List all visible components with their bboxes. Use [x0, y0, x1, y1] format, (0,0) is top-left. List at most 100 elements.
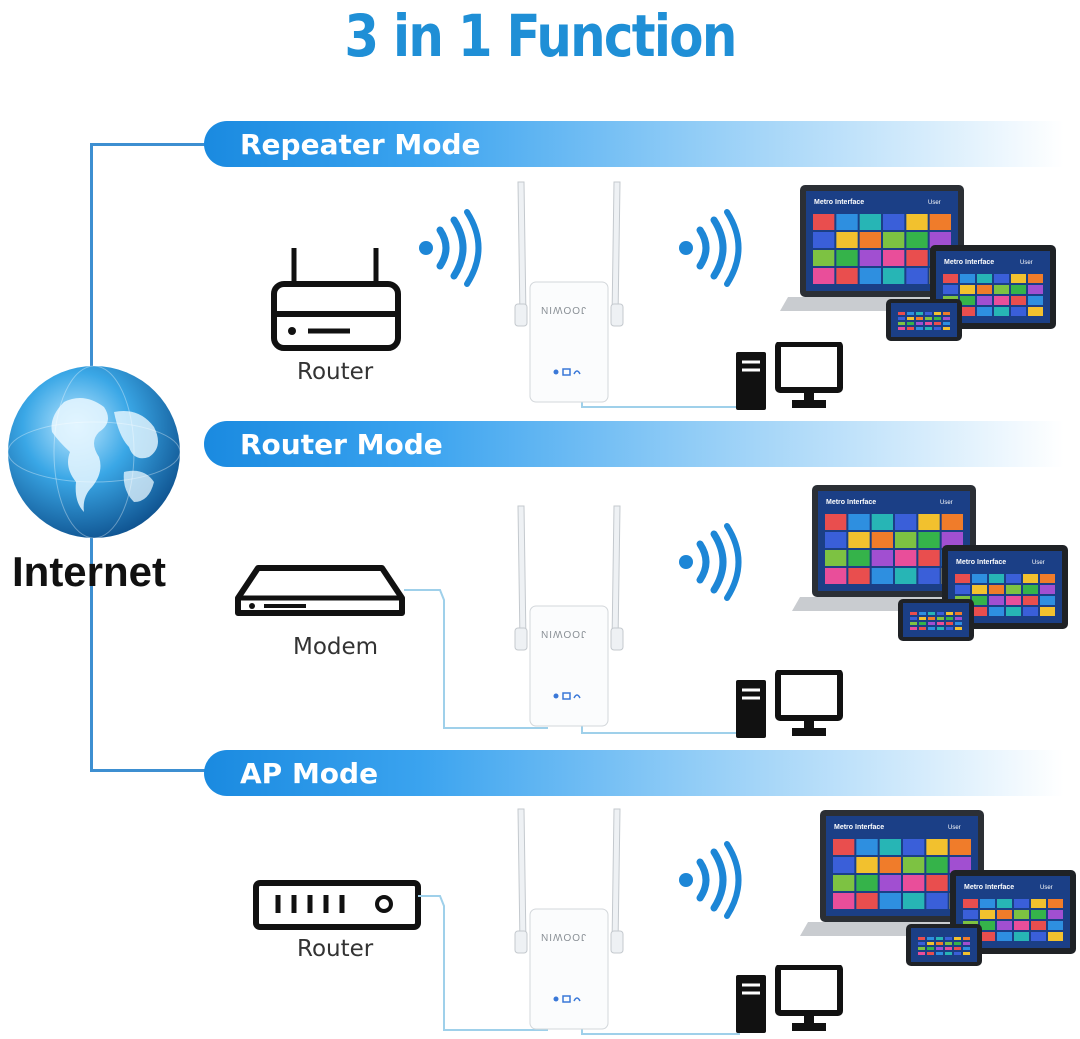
screen-tile — [943, 312, 950, 315]
mode-label: Router Mode — [240, 428, 443, 461]
extender-body-icon — [514, 808, 624, 1030]
screen-tile — [916, 317, 923, 320]
laptop-tablet-phone-icon: Metro InterfaceUser12:24Metro InterfaceU… — [780, 185, 1056, 341]
screen-tile — [859, 232, 881, 248]
screen-tile — [907, 317, 914, 320]
extender-brand: JOOWIN — [540, 304, 586, 315]
screen-tile — [918, 550, 940, 566]
screen-user: User — [940, 500, 953, 506]
screen-tile — [879, 875, 901, 891]
screen-tile — [994, 285, 1009, 294]
screen-tile — [941, 514, 963, 530]
screen-title: Metro Interface — [814, 199, 864, 206]
screen-tile — [906, 250, 928, 266]
wifi-signal-icon — [679, 523, 742, 601]
screen-tile — [895, 568, 917, 584]
screen-tile — [963, 937, 970, 940]
screen-tile — [960, 285, 975, 294]
screen-tile — [977, 274, 992, 283]
screen-tile — [871, 514, 893, 530]
screen-tile — [1048, 932, 1063, 941]
screen-tile — [856, 857, 878, 873]
screen-tile — [916, 327, 923, 330]
screen-tile — [972, 596, 987, 605]
screen-tile — [1023, 596, 1038, 605]
desktop-pc-icon — [736, 965, 843, 1033]
screen-tile — [918, 937, 925, 940]
screen-tile — [927, 937, 934, 940]
extender-brand: JOOWIN — [540, 931, 586, 942]
screen-tile — [903, 893, 925, 909]
screen-tile — [871, 550, 893, 566]
screen-tile — [1031, 921, 1046, 930]
screen-tile — [918, 514, 940, 530]
screen-tile — [1040, 585, 1055, 594]
screen-tile — [1006, 574, 1021, 583]
screen-tile — [1011, 285, 1026, 294]
wifi-extender: JOOWIN — [510, 178, 628, 404]
screen-tile — [934, 322, 941, 325]
screen-tile — [997, 899, 1012, 908]
screen-tile — [960, 274, 975, 283]
screen-tile — [943, 327, 950, 330]
screen-tile — [1011, 296, 1026, 305]
screen-tile — [906, 232, 928, 248]
screen-tile — [1011, 307, 1026, 316]
screen-tile — [836, 214, 858, 230]
screen-tile — [856, 893, 878, 909]
screen-tile — [945, 937, 952, 940]
screen-title: Metro Interface — [834, 824, 884, 831]
screen-tile — [955, 585, 970, 594]
screen-tile — [972, 585, 987, 594]
screen-tile — [825, 532, 847, 548]
screen-tile — [949, 839, 971, 855]
screen-tile — [1014, 899, 1029, 908]
screen-tile — [1006, 596, 1021, 605]
screen-tile — [1048, 921, 1063, 930]
screen-tile — [1028, 296, 1043, 305]
screen-tile — [926, 875, 948, 891]
screen-tile — [910, 627, 917, 630]
screen-tile — [825, 550, 847, 566]
screen-tile — [943, 317, 950, 320]
screen-tile — [895, 532, 917, 548]
screen-tile — [963, 952, 970, 955]
screen-tile — [946, 627, 953, 630]
screen-tile — [994, 274, 1009, 283]
screen-tile — [898, 312, 905, 315]
client-devices: Metro InterfaceUser12:24Metro InterfaceU… — [778, 185, 1068, 345]
wifi-signal-icon — [679, 209, 742, 287]
screen-tile — [813, 214, 835, 230]
screen-tile — [954, 942, 961, 945]
internet-line-bottom — [90, 769, 208, 772]
mode-label: Repeater Mode — [240, 128, 481, 161]
screen-tile — [955, 574, 970, 583]
screen-user: User — [1020, 260, 1033, 266]
screen-tile — [1023, 585, 1038, 594]
screen-tile — [883, 214, 905, 230]
screen-tile — [928, 612, 935, 615]
screen-tile — [925, 312, 932, 315]
screen-tile — [833, 839, 855, 855]
screen-tile — [918, 568, 940, 584]
screen-tile — [898, 327, 905, 330]
screen-tile — [963, 910, 978, 919]
screen-tile — [954, 937, 961, 940]
screen-tile — [871, 568, 893, 584]
screen-tile — [836, 250, 858, 266]
screen-tile — [903, 875, 925, 891]
screen-tile — [929, 214, 951, 230]
screen-tile — [927, 942, 934, 945]
screen-tile — [963, 899, 978, 908]
screen-tile — [918, 947, 925, 950]
screen-tile — [1040, 596, 1055, 605]
screen-tile — [994, 307, 1009, 316]
screen-tile — [989, 574, 1004, 583]
internet-label: Internet — [12, 548, 167, 595]
router-mode-bar: Router Mode — [204, 421, 1064, 467]
laptop-tablet-phone-icon: Metro InterfaceUser12:24Metro InterfaceU… — [792, 485, 1068, 641]
screen-tile — [910, 617, 917, 620]
screen-tile — [907, 322, 914, 325]
screen-tile — [1023, 574, 1038, 583]
screen-tile — [936, 952, 943, 955]
